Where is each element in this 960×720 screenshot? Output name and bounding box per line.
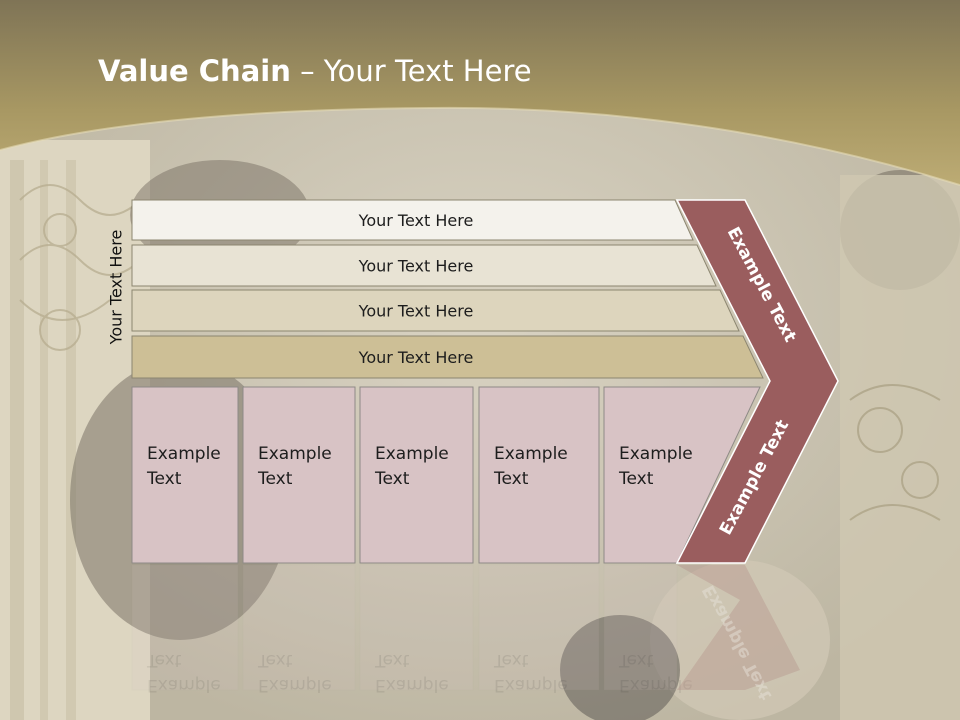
reflection-label: Example [619,675,693,695]
margin-chevron-shape [675,199,839,564]
reflection-label: Text [257,650,293,670]
reflection-label: Text [493,650,529,670]
slide-title-bold: Value Chain [98,54,291,88]
reflection-label: Text [618,650,654,670]
reflection-chevron [677,565,800,690]
primary-activity-label: Text [493,469,529,489]
primary-activity-label: Example [147,444,221,464]
primary-activity-label: Example [494,444,568,464]
primary-activity-label: Text [146,469,182,489]
reflection-cell [359,564,474,691]
reflection-label: Example [375,675,449,695]
reflection-label: Example [258,675,332,695]
support-bar [131,335,764,379]
support-bar-label: Your Text Here [358,348,474,367]
reflection-cell [478,564,600,691]
primary-activity-label: Text [257,469,293,489]
support-bar [131,244,717,287]
reflection-cell [242,564,356,691]
primary-activity-cell [242,386,356,564]
support-bar-label: Your Text Here [358,257,474,276]
support-bar [131,199,694,241]
slide-title: Value Chain – Your Text Here [98,54,532,88]
primary-activity-label: Text [374,469,410,489]
reflection-label: Text [146,650,182,670]
reflection-label: Text [374,650,410,670]
reflection-label: Example [147,675,221,695]
slide-title-rest: – Your Text Here [290,54,532,88]
reflection-cell [131,564,239,691]
support-bar [131,289,740,332]
reflection-cell [603,564,678,691]
primary-activity-cell [131,386,239,564]
support-bar-label: Your Text Here [358,211,474,230]
primary-activity-label: Example [619,444,693,464]
primary-activity-label: Example [258,444,332,464]
support-bar-label: Your Text Here [358,302,474,321]
reflection-label: Example [494,675,568,695]
primary-activity-cell [359,386,474,564]
primary-activity-label: Example [375,444,449,464]
primary-activity-label: Text [618,469,654,489]
primary-activity-cell [478,386,600,564]
